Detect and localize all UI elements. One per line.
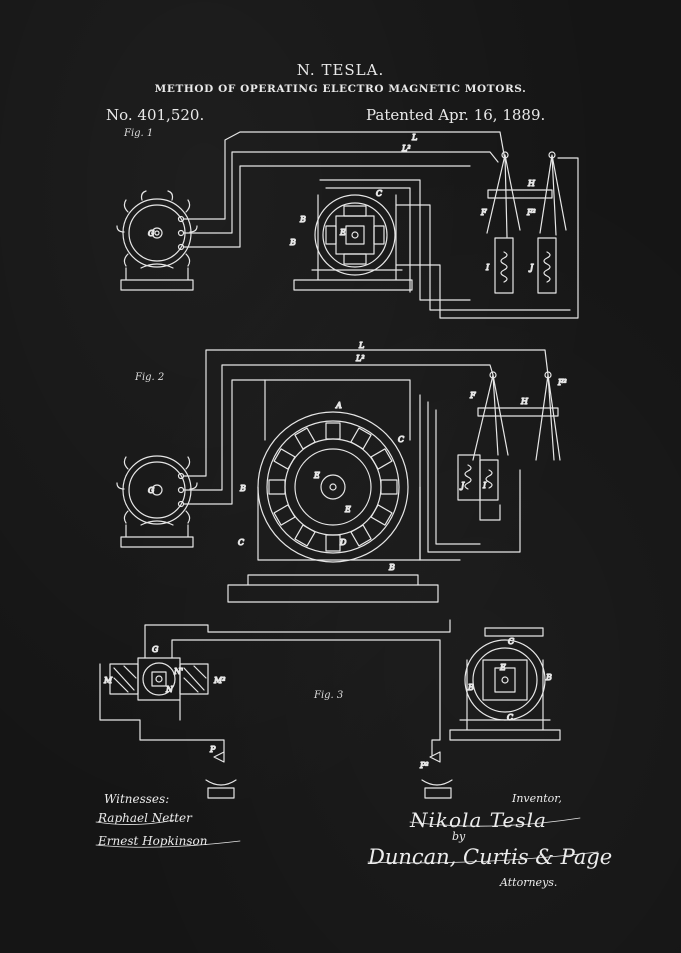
inventor-label: Inventor, [512, 792, 562, 805]
patent-title: METHOD OF OPERATING ELECTRO MAGNETIC MOT… [154, 83, 527, 95]
stator-pole [350, 427, 372, 450]
fig1-motor [293, 157, 579, 319]
svg-text:M²: M² [213, 676, 225, 685]
svg-text:F²: F² [557, 378, 567, 387]
attorneys-label: Attorneys. [500, 876, 558, 889]
fig3-generator [99, 619, 451, 799]
svg-text:L: L [358, 341, 364, 350]
patent-date: Patented Apr. 16, 1889. [366, 106, 546, 124]
svg-text:C: C [376, 189, 382, 198]
fig2-switches [457, 371, 561, 521]
stator-pole [370, 504, 393, 526]
svg-text:C: C [508, 637, 514, 646]
svg-text:A: A [335, 401, 342, 410]
svg-text:P: P [209, 745, 216, 754]
fig1-switches [486, 151, 567, 294]
svg-text:L: L [411, 133, 417, 142]
svg-text:F: F [480, 208, 487, 217]
fig2-motor [227, 379, 521, 603]
svg-text:L²: L² [401, 144, 411, 153]
fig2-label: Fig. 2 [135, 372, 165, 383]
fig2-stator-poles [268, 422, 398, 552]
svg-text:F²: F² [526, 208, 536, 217]
svg-text:E: E [499, 663, 506, 672]
stator-pole [350, 524, 372, 547]
svg-text:B: B [388, 563, 395, 572]
svg-text:C: C [238, 538, 244, 547]
svg-text:I: I [485, 263, 490, 272]
svg-text:B: B [467, 683, 474, 692]
stator-pole [325, 422, 341, 440]
fig2-wires [183, 349, 549, 505]
fig1-generator [116, 190, 198, 291]
stator-pole [273, 448, 296, 470]
svg-text:L²: L² [355, 354, 365, 363]
svg-text:J: J [459, 481, 465, 490]
fig1-wires [183, 131, 506, 248]
svg-text:G: G [148, 486, 155, 495]
stator-pole [294, 427, 316, 450]
svg-text:B: B [299, 215, 306, 224]
stator-pole [273, 504, 296, 526]
stator-pole [294, 524, 316, 547]
attorney-signature: Duncan, Curtis & Page [368, 845, 613, 869]
svg-text:M: M [103, 676, 113, 685]
svg-text:H: H [527, 179, 536, 188]
witness-1-signature: Raphael Netter [98, 811, 192, 825]
stator-pole [370, 448, 393, 470]
svg-text:E: E [344, 505, 351, 514]
witnesses-label: Witnesses: [104, 792, 170, 806]
fig3-motor [421, 627, 561, 799]
svg-text:B: B [289, 238, 296, 247]
svg-text:G: G [152, 645, 159, 654]
stator-pole [268, 479, 286, 495]
svg-text:C: C [398, 435, 404, 444]
svg-text:P²: P² [419, 761, 429, 770]
svg-text:I: I [482, 481, 487, 490]
svg-text:N': N' [173, 667, 183, 676]
fig1-label: Fig. 1 [124, 128, 154, 139]
stator-pole [380, 479, 398, 495]
svg-text:D: D [339, 538, 347, 547]
svg-text:E: E [313, 471, 320, 480]
inventor-name-heading: N. TESLA. [296, 61, 385, 79]
svg-text:B: B [545, 673, 552, 682]
fig3-label: Fig. 3 [314, 690, 344, 701]
witness-2-signature: Ernest Hopkinson [98, 834, 208, 848]
stator-pole [325, 534, 341, 552]
svg-text:H: H [520, 397, 529, 406]
fig2-generator [116, 455, 198, 548]
svg-text:J: J [528, 263, 534, 272]
svg-text:G: G [148, 229, 155, 238]
svg-text:E: E [339, 228, 346, 237]
inventor-signature: Nikola Tesla [410, 808, 547, 832]
patent-number: No. 401,520. [106, 106, 205, 124]
svg-text:F: F [469, 391, 476, 400]
by-label: by [452, 830, 466, 843]
svg-text:C: C [507, 713, 513, 722]
svg-text:B: B [239, 484, 246, 493]
svg-text:N: N [165, 685, 174, 694]
